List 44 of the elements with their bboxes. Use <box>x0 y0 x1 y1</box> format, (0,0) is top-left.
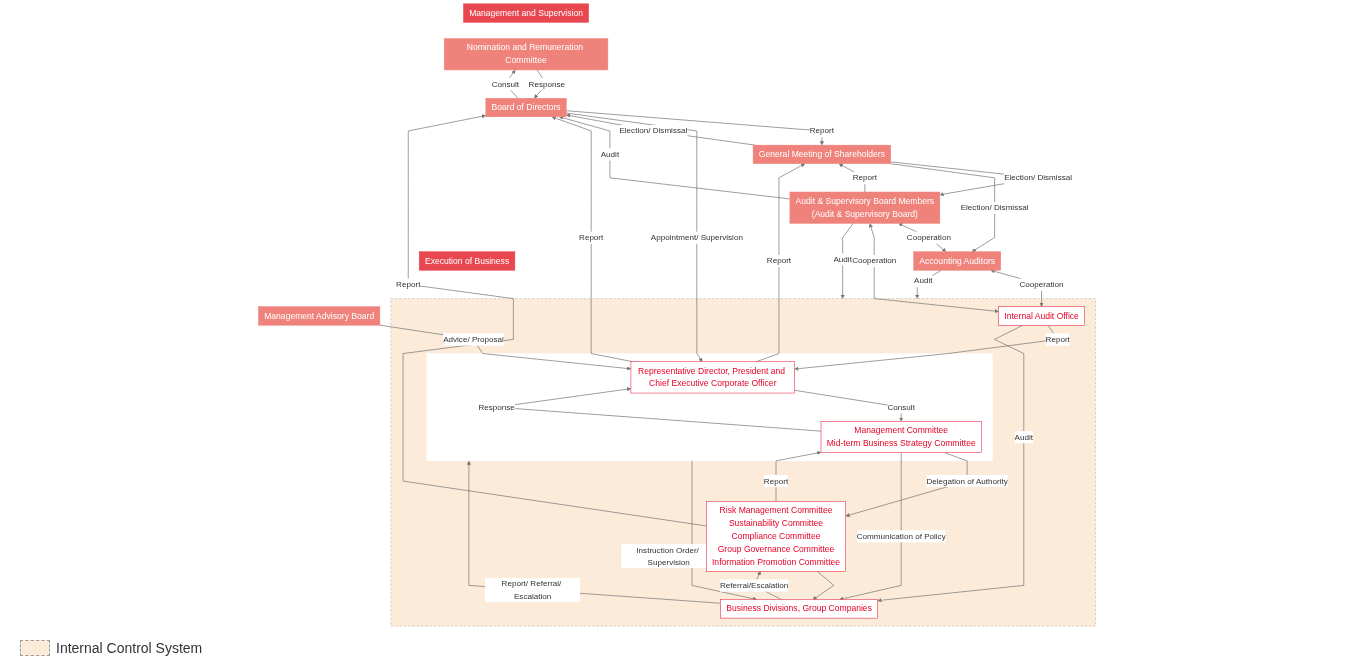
legend-label: Internal Control System <box>56 640 203 656</box>
cluster <box>390 298 1096 627</box>
edge-label: Report/ Referral/ Escalation <box>501 579 562 601</box>
edge-label: Instruction Order/ Supervision <box>636 545 699 567</box>
node-box: Audit & Supervisory Board Members (Audit & Supervisory Board) <box>789 191 941 224</box>
edge-label: Report <box>852 173 878 183</box>
edge-label: Response <box>528 79 565 89</box>
edge-label: Report <box>396 279 421 289</box>
edge-label: Election/ Dismissal <box>1004 173 1073 183</box>
edge-label: Report <box>579 232 604 242</box>
node-box: Management Committee Mid-term Business Strategy Committee <box>820 421 982 453</box>
node-box: Board of Directors <box>485 98 567 118</box>
node-box: Business Divisions, Group Companies <box>720 599 878 619</box>
edge-label: Audit <box>833 254 852 264</box>
edge-label: Appointment/ Supervision <box>650 232 743 242</box>
node-box: Execution of Business <box>418 251 516 271</box>
node-box: General Meeting of Shareholders <box>752 144 891 164</box>
edge-label: Audit <box>600 149 620 159</box>
edge-label: Delegation of Authority <box>926 476 1008 486</box>
node-box: Management Advisory Board <box>258 306 381 326</box>
node-box: Representative Director, President and Chief Executive Corporate Officer <box>630 361 795 394</box>
edge-label: Advice/ Proposal <box>443 334 504 344</box>
node-box: Internal Audit Office <box>998 306 1085 326</box>
edge-label: Cooperation <box>1019 279 1064 289</box>
edge-label: Report <box>809 126 835 136</box>
edge-label: Election/ Dismissal <box>960 203 1029 213</box>
cluster <box>426 353 993 462</box>
edge-label: Audit <box>913 276 933 286</box>
edge-label: Consult <box>491 79 520 89</box>
edge-label: Report <box>766 256 792 266</box>
edge-label: Referral/Escalation <box>720 580 789 590</box>
edge-label: Audit <box>1014 432 1033 442</box>
edge-label: Cooperation <box>906 232 951 242</box>
edge-label: Report <box>1045 334 1070 344</box>
edge-label: Consult <box>887 402 915 412</box>
node-box: Nomination and Remuneration Committee <box>444 38 609 71</box>
edge-label: Election/ Dismissal <box>619 126 688 136</box>
edge-label: Response <box>478 402 515 412</box>
node-box: Accounting Auditors <box>913 251 1001 271</box>
edge-label: Communication of Policy <box>856 531 946 541</box>
edge-label: Cooperation <box>852 256 897 266</box>
node-box: Management and Supervision <box>463 3 589 23</box>
edge-label: Report <box>763 476 789 486</box>
node-box: Risk Management Committee Sustainability Committee Compliance Committee Group Governance Committee Information Promotion Committee <box>706 501 846 572</box>
